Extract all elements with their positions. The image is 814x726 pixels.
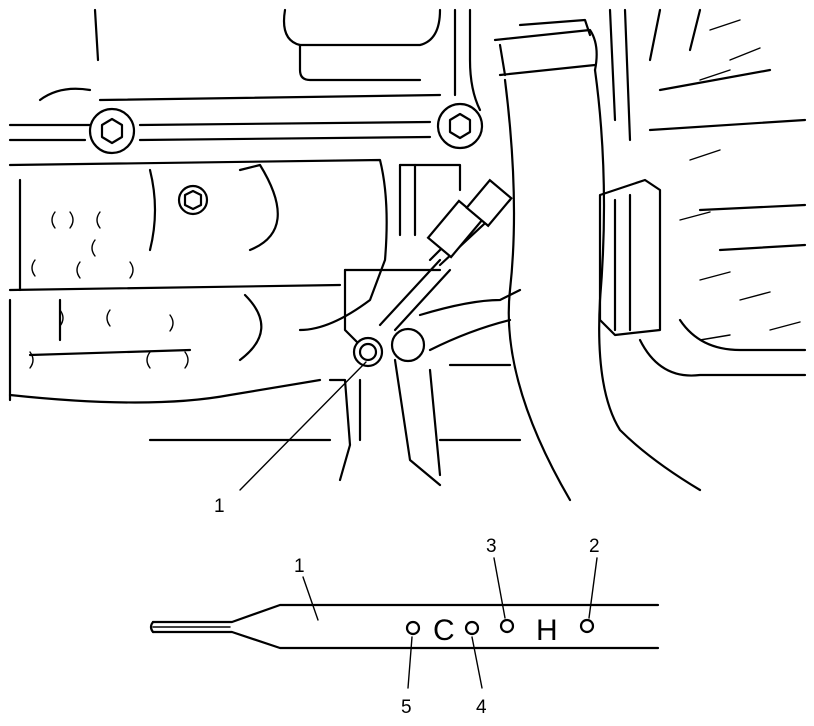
right-hatching [679,19,801,341]
leader-1 [302,576,319,621]
callout-label-5: 5 [401,697,412,718]
leader-5 [407,636,413,689]
dipstick-illustration [149,557,660,689]
engine-bay-illustration [8,8,807,502]
radiator-hose [493,18,702,502]
oil-pressure-sensor [352,178,522,368]
callout-label-2: 2 [589,536,600,557]
callout-label-3: 3 [486,536,497,557]
leader-2 [588,557,598,619]
dot-4 [464,620,480,636]
callout-label-1: 1 [294,556,305,577]
dot-5 [405,620,421,636]
callout-label-1-top: 1 [214,496,225,517]
dot-3 [499,618,515,634]
hot-mark: H [536,614,558,647]
hex-bolt-right [436,102,484,150]
leader-line-1 [239,361,367,491]
hose-clip [598,178,662,337]
cold-mark: C [433,614,455,647]
hex-bolt-left [88,107,136,155]
hex-bolt-small [177,184,209,216]
leader-3 [493,557,506,619]
block-ribs [29,211,189,369]
leader-4 [471,636,483,689]
callout-label-4: 4 [476,697,487,718]
dot-2 [579,618,595,634]
